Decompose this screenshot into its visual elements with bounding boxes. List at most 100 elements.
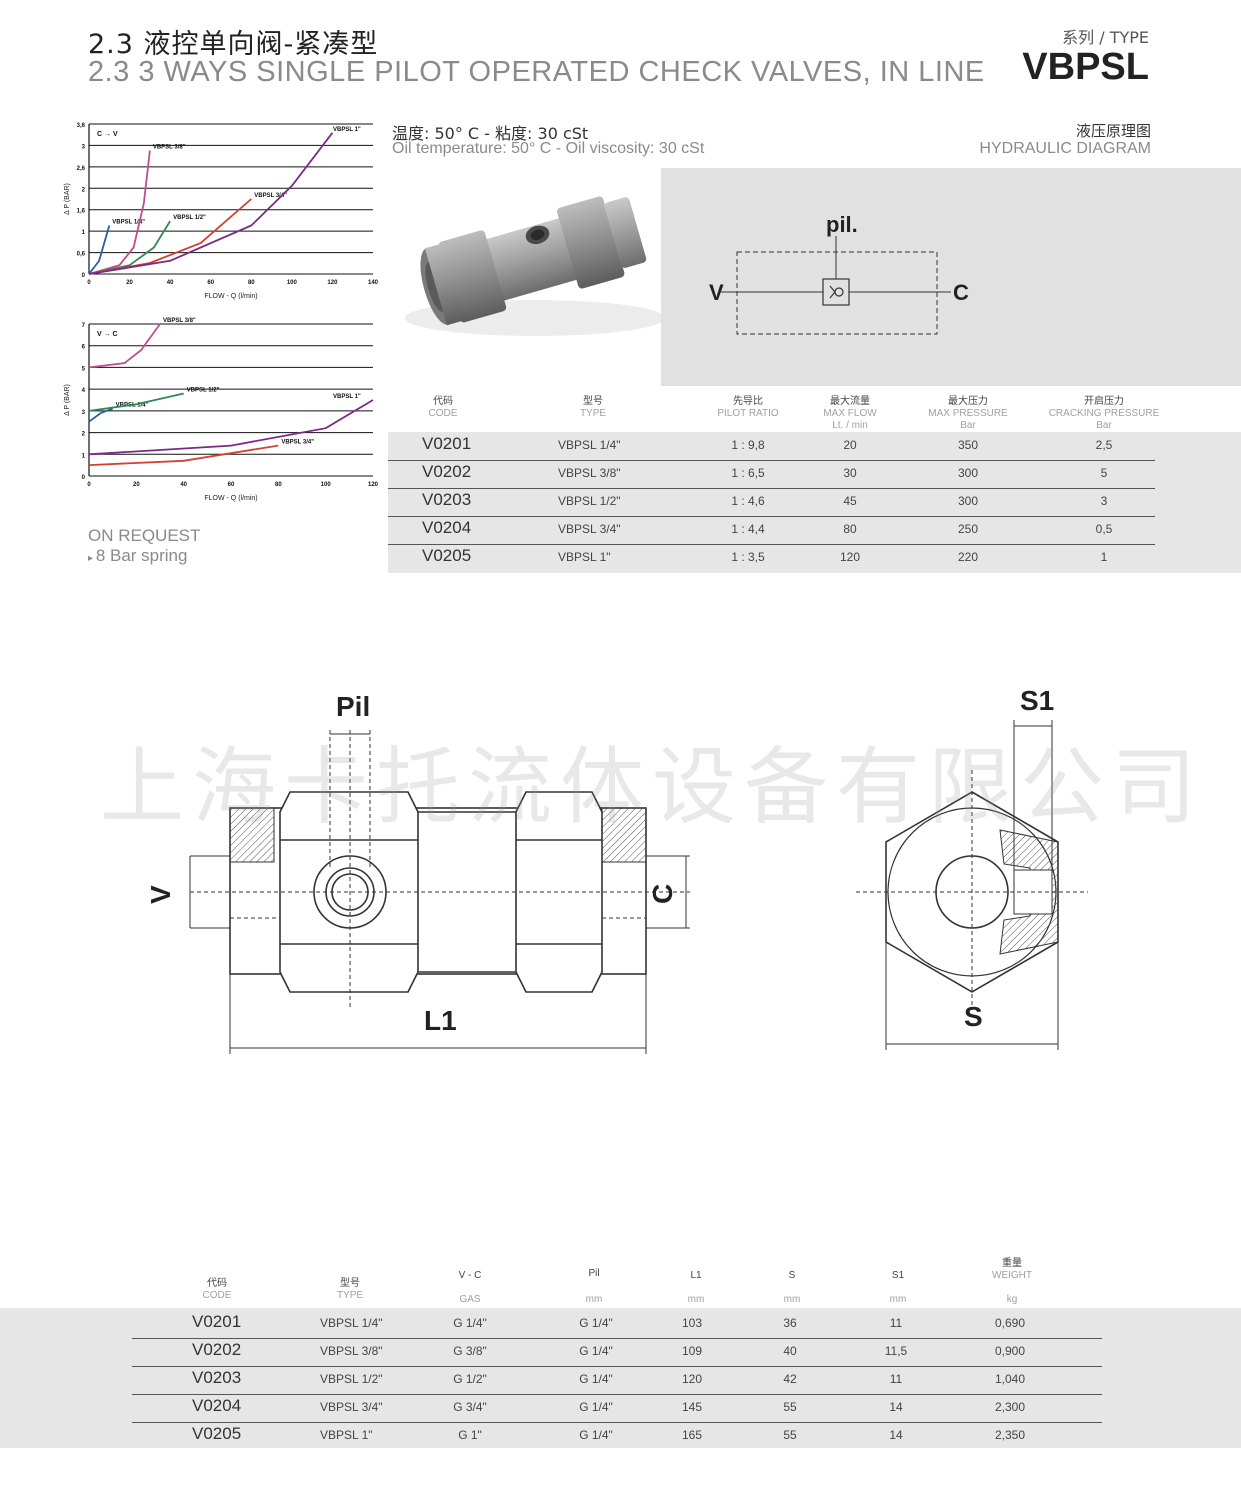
dim-weight: 1,040 — [994, 1372, 1026, 1386]
x-tick-label: 20 — [133, 482, 140, 488]
series-label: VBPSL 3/4" — [281, 440, 314, 446]
direction-label: V → C — [97, 331, 118, 338]
series-line — [88, 444, 279, 466]
spec-row: V0202 VBPSL 3/8" 1 : 6,5 30 300 5 — [388, 460, 1155, 489]
series-line — [88, 225, 111, 275]
dim-s: 40 — [783, 1344, 797, 1358]
page-title-en: 2.3 3 WAYS SINGLE PILOT OPERATED CHECK V… — [88, 56, 985, 88]
conditions-en: Oil temperature: 50° C - Oil viscosity: … — [392, 140, 705, 157]
series-label: VBPSL 1/2" — [173, 215, 206, 221]
spec-cracking: 5 — [1100, 466, 1108, 480]
dimension-drawing: Pil V C L1 S1 S — [145, 685, 1088, 1054]
spec-pressure: 220 — [957, 550, 979, 564]
y-tick-label: 1 — [82, 230, 86, 236]
y-tick-label: 4 — [82, 388, 86, 394]
dim-s1: 11 — [889, 1316, 903, 1330]
spec-flow: 20 — [843, 438, 857, 452]
dim-row: V0201 VBPSL 1/4" G 1/4" G 1/4" 103 36 11… — [132, 1310, 1102, 1339]
spec-cracking: 3 — [1100, 494, 1108, 508]
spec-type: VBPSL 1/4" — [558, 438, 621, 452]
company-watermark: 上海卡托流体设备有限公司 — [100, 738, 1205, 836]
dim-l1: 109 — [681, 1344, 703, 1358]
y-tick-label: 5 — [82, 366, 86, 372]
y-tick-label: 3,6 — [77, 123, 86, 129]
x-tick-label: 60 — [228, 482, 235, 488]
spec-ratio: 1 : 6,5 — [731, 466, 765, 480]
dim-pil: G 1/4" — [579, 1344, 613, 1358]
page-title-cn: 2.3 液控单向阀-紧凑型 — [88, 29, 379, 60]
spec-pressure: 300 — [957, 466, 979, 480]
y-tick-label: 1,6 — [77, 209, 86, 215]
dim-s1: 11,5 — [884, 1344, 908, 1358]
dim-table-background — [0, 1308, 1241, 1448]
dim-label-l1: L1 — [424, 1005, 457, 1036]
dim-type: VBPSL 1/2" — [320, 1372, 383, 1386]
y-tick-label: 1 — [82, 453, 86, 459]
series-label: VBPSL 1/2" — [187, 387, 220, 393]
dim-vc: G 1/4" — [453, 1316, 487, 1330]
dim-l1: 165 — [681, 1428, 703, 1442]
y-tick-label: 0 — [82, 273, 86, 279]
hyd-port-v: V — [709, 280, 724, 305]
spec-row: V0204 VBPSL 3/4" 1 : 4,4 80 250 0,5 — [388, 516, 1155, 545]
hydraulic-diagram-panel — [661, 168, 1241, 386]
dim-type: VBPSL 1" — [320, 1428, 373, 1442]
dim-pil: G 1/4" — [579, 1400, 613, 1414]
spec-pressure: 250 — [957, 522, 979, 536]
hydraulic-title-en: HYDRAULIC DIAGRAM — [979, 140, 1151, 157]
direction-label: C → V — [97, 131, 118, 138]
series-line — [88, 392, 184, 412]
dim-label-s: S — [964, 1001, 983, 1032]
dim-s1: 11 — [889, 1372, 903, 1386]
x-tick-label: 120 — [368, 482, 379, 488]
dim-row: V0205 VBPSL 1" G 1" G 1/4" 165 55 14 2,3… — [132, 1422, 1102, 1450]
spec-type: VBPSL 3/8" — [558, 466, 621, 480]
product-photo — [405, 196, 665, 336]
spec-code: V0205 — [422, 546, 472, 565]
dim-code: V0204 — [192, 1396, 242, 1415]
dim-type: VBPSL 3/4" — [320, 1400, 383, 1414]
dim-weight: 2,300 — [994, 1400, 1026, 1414]
spec-flow: 120 — [839, 550, 861, 564]
spec-row: V0205 VBPSL 1" 1 : 3,5 120 220 1 — [388, 544, 1155, 572]
y-tick-label: 2,6 — [77, 166, 86, 172]
x-tick-label: 80 — [248, 280, 255, 286]
y-tick-label: 7 — [82, 323, 86, 329]
dim-label-s1: S1 — [1020, 685, 1054, 716]
x-tick-label: 120 — [327, 280, 338, 286]
series-label: VBPSL 3/8" — [163, 318, 196, 324]
spec-ratio: 1 : 4,4 — [731, 522, 765, 536]
dim-l1: 103 — [681, 1316, 703, 1330]
y-tick-label: 0 — [82, 475, 86, 481]
dim-label-c: C — [647, 884, 678, 904]
dim-s1: 14 — [889, 1400, 903, 1414]
dim-code: V0201 — [192, 1312, 242, 1331]
series-line — [88, 323, 161, 369]
spec-flow: 30 — [843, 466, 857, 480]
dim-label-v: V — [145, 885, 176, 904]
series-label: VBPSL 3/8" — [153, 144, 186, 150]
dim-code: V0203 — [192, 1368, 242, 1387]
spec-row: V0203 VBPSL 1/2" 1 : 4,6 45 300 3 — [388, 488, 1155, 517]
dim-pil: G 1/4" — [579, 1372, 613, 1386]
dim-vc: G 3/4" — [453, 1400, 487, 1414]
series-line — [88, 150, 151, 275]
spec-code: V0204 — [422, 518, 472, 537]
spec-ratio: 1 : 3,5 — [731, 550, 765, 564]
spec-code: V0203 — [422, 490, 472, 509]
type-code: VBPSL — [1022, 46, 1149, 88]
dim-s: 42 — [783, 1372, 797, 1386]
dim-type: VBPSL 3/8" — [320, 1344, 383, 1358]
series-label: VBPSL 3/4" — [254, 193, 287, 199]
